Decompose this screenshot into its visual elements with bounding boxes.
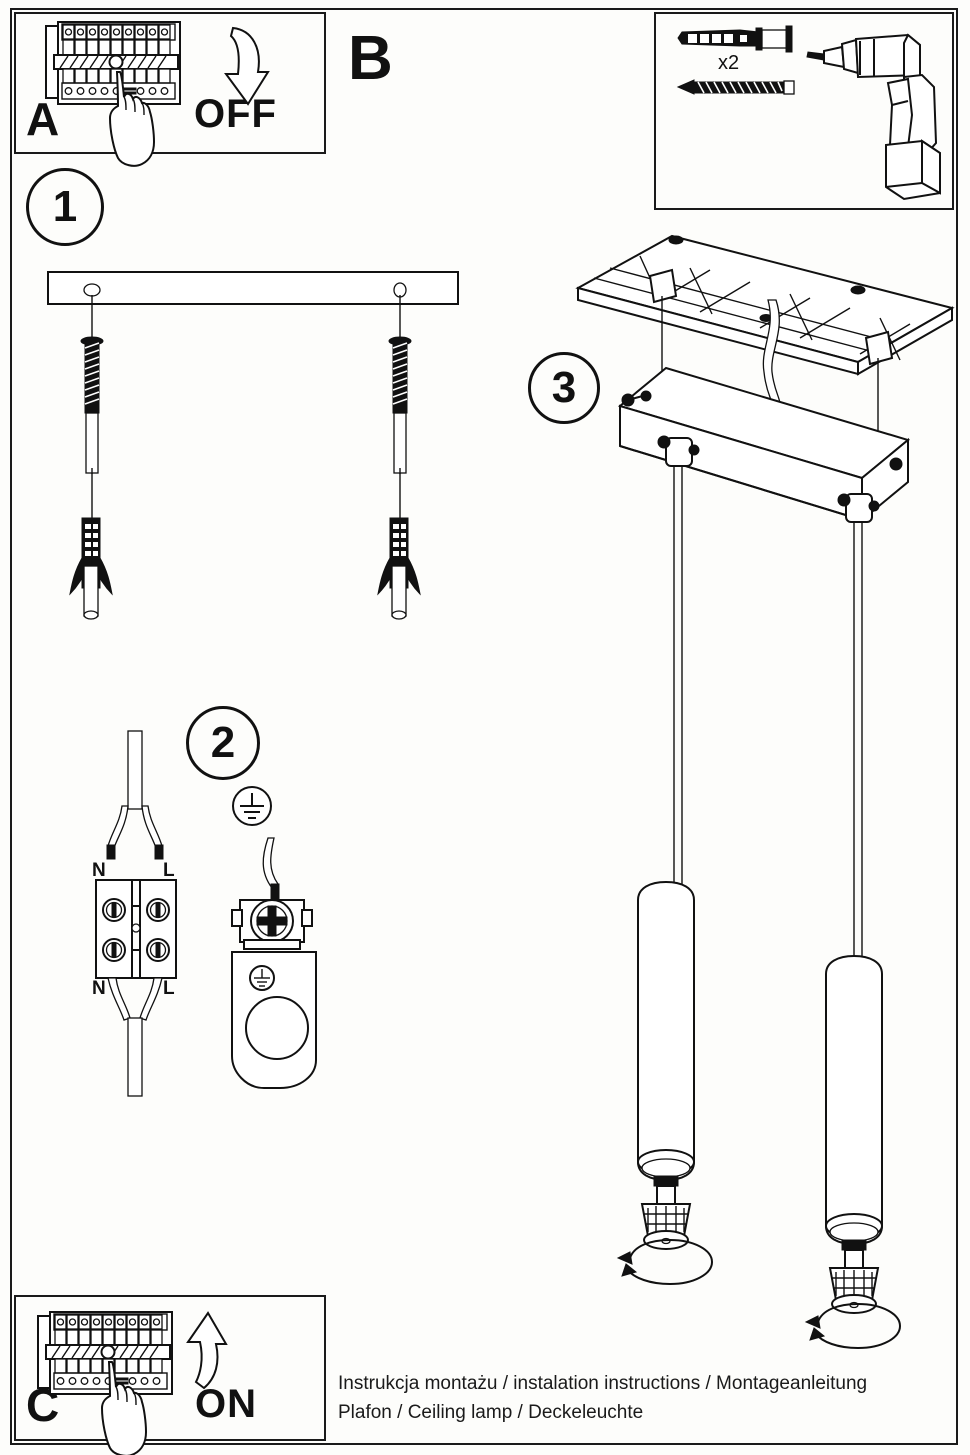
quantity-label: x2 [718, 52, 740, 74]
label-on: ON [195, 1382, 257, 1426]
terminal-label-l-bottom: L [163, 978, 175, 999]
hand-pointing-a [108, 71, 156, 167]
panel-b-letter: B [348, 24, 393, 93]
wall-plug-icon [677, 25, 793, 53]
lamp-canopy-bar [617, 366, 911, 523]
supply-cable-bottom [107, 977, 163, 1097]
terminal-label-n-top: N [92, 860, 106, 881]
pendant-tube-left [616, 880, 714, 1286]
breaker-panel-c [37, 1311, 173, 1395]
cable-gland-clamp [231, 899, 317, 1089]
panel-b-parts [654, 12, 954, 210]
pendant-cords [673, 466, 863, 972]
hand-pointing-c [100, 1361, 148, 1455]
arrow-up-on [186, 1311, 228, 1390]
sheet-outer-frame [10, 8, 958, 1445]
earth-ground-icon [232, 786, 272, 826]
cable-outlet-right [837, 493, 880, 523]
breaker-modules-middle [62, 39, 171, 56]
panel-c-switch-on [14, 1295, 326, 1441]
caption-product: Plafon / Ceiling lamp / Deckeleuchte [338, 1402, 644, 1423]
caption-instructions: Instrukcja montażu / instalation instruc… [338, 1373, 868, 1394]
fastener-right [377, 295, 421, 620]
fastener-left [69, 295, 113, 620]
terminal-label-n-bottom: N [92, 978, 106, 999]
panel-a-switch-off [14, 12, 326, 154]
rotation-arrow-left [616, 1238, 714, 1286]
step-2-badge: 2 [186, 706, 260, 780]
step-1-badge: 1 [26, 168, 104, 246]
cable-outlet-left [657, 435, 700, 467]
supply-cable-top [106, 730, 164, 860]
breaker-modules-top-c [53, 1313, 168, 1331]
screw-icon [676, 79, 795, 95]
breaker-modules-lower-c [54, 1358, 163, 1374]
pendant-tube-right [804, 954, 902, 1350]
label-off: OFF [194, 92, 277, 136]
mounting-bar [47, 271, 459, 305]
rotation-arrow-right [804, 1302, 902, 1350]
arrow-down-off [224, 26, 270, 106]
terminal-label-l-top: L [163, 860, 175, 881]
power-drill-icon [806, 33, 941, 201]
earth-wire [262, 837, 280, 903]
panel-a-letter: A [26, 93, 60, 145]
gland-earth-mark [249, 965, 275, 991]
gu10-bulb-left [640, 1175, 692, 1250]
step-3-badge: 3 [528, 352, 600, 424]
terminal-block [95, 879, 177, 979]
breaker-modules-top [62, 24, 171, 40]
breaker-modules-middle-c [54, 1329, 163, 1346]
gu10-bulb-right [828, 1239, 880, 1314]
ceiling-mount-plate [575, 234, 955, 376]
terminal-screws [102, 898, 170, 962]
